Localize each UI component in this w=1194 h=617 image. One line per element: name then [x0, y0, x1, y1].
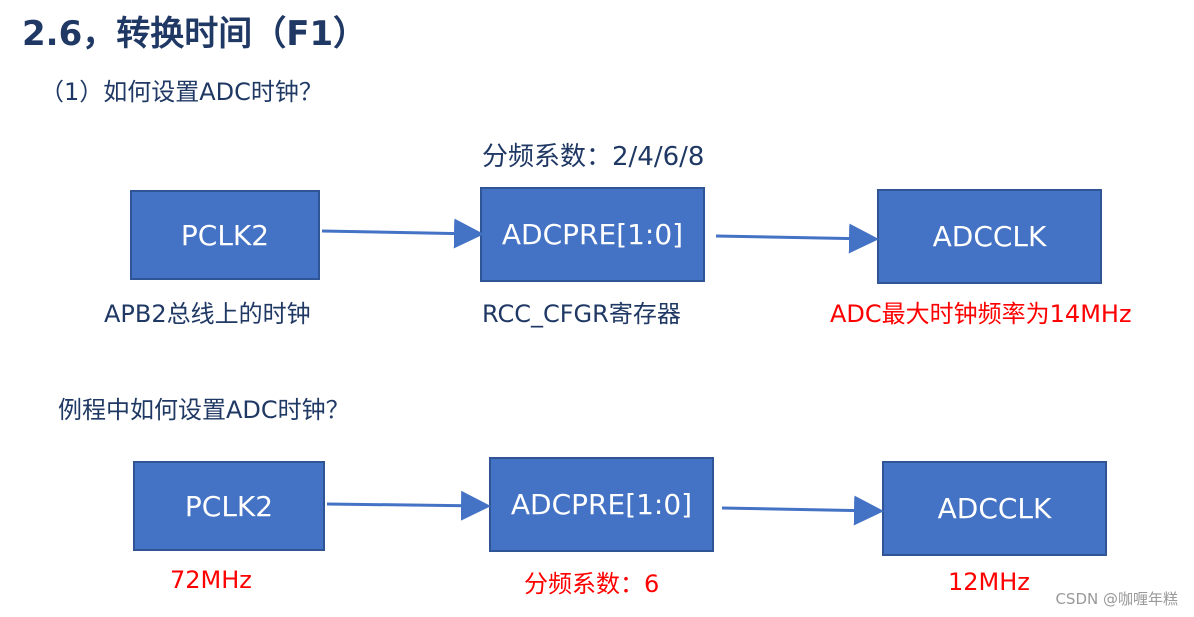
top-adcclk-box: ADCCLK: [877, 189, 1102, 284]
arrow-bottom-2: [721, 495, 884, 526]
page-title: 2.6，转换时间（F1）: [22, 14, 368, 54]
top-divider-label: 分频系数：2/4/6/8: [482, 142, 705, 172]
example-heading: 例程中如何设置ADC时钟？: [58, 396, 350, 424]
arrow-top-1: [321, 218, 484, 249]
top-note-apb2: APB2总线上的时钟: [104, 300, 311, 328]
arrow-top-2: [715, 223, 879, 254]
watermark: CSDN @咖喱年糕: [1055, 590, 1178, 608]
bottom-note-divider: 分频系数：6: [524, 570, 660, 598]
arrow-bottom-1: [326, 490, 491, 521]
bottom-adcclk-box: ADCCLK: [882, 461, 1107, 556]
top-note-rcc-cfgr: RCC_CFGR寄存器: [482, 300, 681, 328]
top-pclk2-box: PCLK2: [130, 190, 320, 280]
top-note-max-freq: ADC最大时钟频率为14MHz: [830, 300, 1132, 328]
top-adcpre-box: ADCPRE[1:0]: [480, 187, 705, 282]
bottom-pclk2-box: PCLK2: [133, 461, 325, 551]
bottom-adcpre-box: ADCPRE[1:0]: [489, 457, 714, 552]
bottom-note-12mhz: 12MHz: [948, 568, 1030, 596]
section-subtitle: （1）如何设置ADC时钟？: [40, 78, 323, 106]
bottom-note-72mhz: 72MHz: [170, 566, 252, 594]
